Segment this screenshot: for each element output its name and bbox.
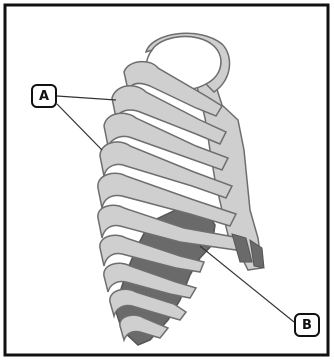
label-a: A (31, 84, 57, 108)
label-b: B (294, 313, 320, 337)
